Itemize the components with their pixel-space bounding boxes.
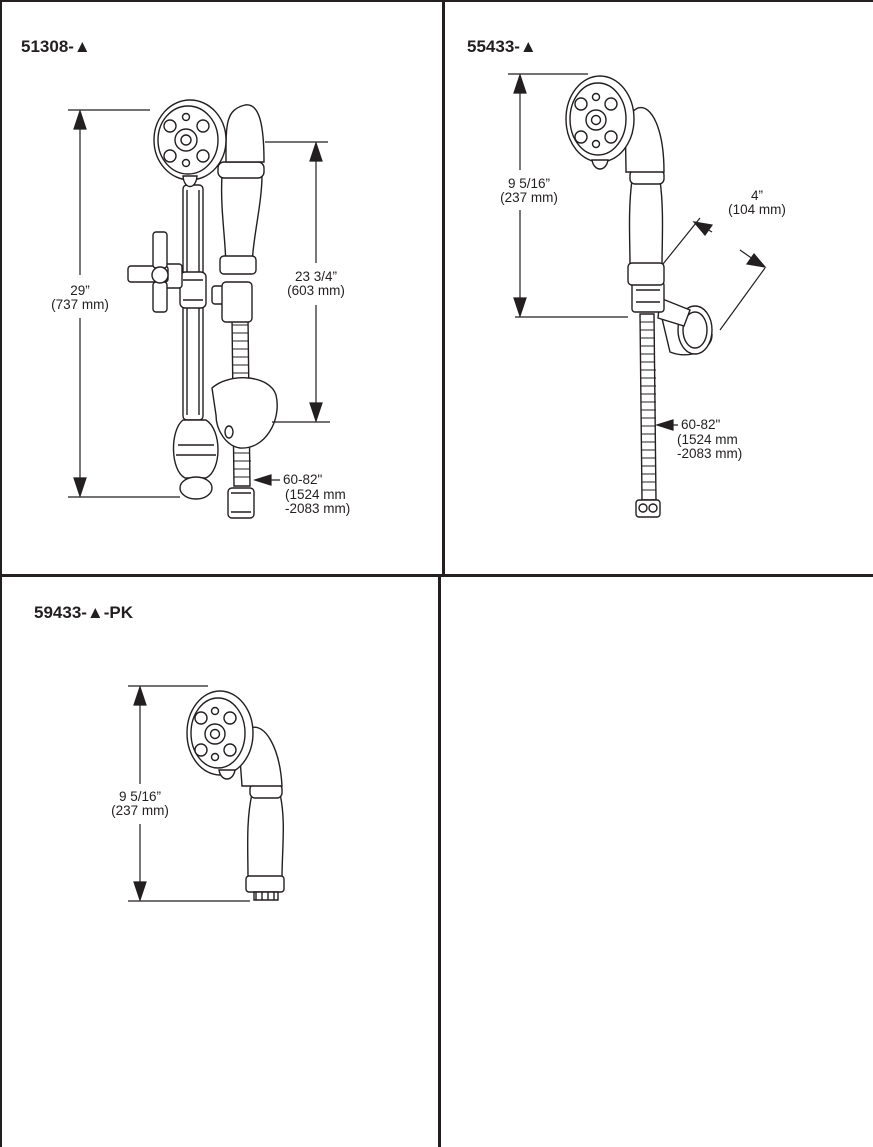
dim-metric-line2: -2083 mm): [285, 501, 351, 516]
panel-title-59433-pk: 59433-▲-PK: [34, 603, 134, 622]
dim-height-29: 29” (737 mm): [44, 284, 116, 312]
dim-imperial: 29”: [70, 283, 90, 298]
middle-bracket: [179, 271, 207, 309]
panel-title-55433: 55433-▲: [467, 37, 537, 56]
panel-title-51308: 51308-▲: [21, 37, 91, 56]
dim-imperial: 23 3/4”: [294, 269, 338, 284]
bottom-cap: [179, 476, 213, 500]
dim-hose-length: 60-82": [681, 418, 720, 432]
shower-neck: [225, 104, 265, 163]
dim-metric-line2: -2083 mm): [677, 446, 743, 461]
dim-metric: (237 mm): [111, 803, 169, 818]
dim-imperial: 4”: [750, 188, 763, 203]
dim-metric: (237 mm): [500, 190, 558, 205]
dim-reach-4: 4” (104 mm): [718, 189, 796, 217]
dim-imperial: 9 5/16”: [118, 789, 162, 804]
frame-center-divider-upper: [442, 0, 445, 577]
dim-metric: (737 mm): [51, 297, 109, 312]
dim-height-23-3-4: 23 3/4” (603 mm): [275, 270, 357, 298]
frame-center-divider-lower: [438, 575, 441, 1147]
frame-top-border: [0, 0, 873, 2]
hose-connector: [253, 891, 279, 901]
frame-horizontal-divider: [0, 574, 873, 577]
dim-hose-metric: (1524 mm -2083 mm): [677, 433, 742, 461]
dim-imperial: 60-82": [681, 417, 721, 432]
dim-metric-line1: (1524 mm: [677, 432, 738, 447]
dim-height-9-5-16: 9 5/16” (237 mm): [494, 177, 564, 205]
frame-left-border: [0, 0, 2, 1147]
dim-imperial: 9 5/16”: [507, 176, 551, 191]
dim-height-9-5-16: 9 5/16” (237 mm): [104, 790, 176, 818]
dim-hose-metric: (1524 mm -2083 mm): [285, 488, 350, 516]
hand-shower-handle: [246, 793, 284, 879]
bottom-bracket: [172, 419, 219, 479]
dim-imperial: 60-82": [283, 472, 323, 487]
dim-hose-length: 60-82": [283, 473, 322, 487]
dim-metric: (104 mm): [728, 202, 786, 217]
dim-metric: (603 mm): [287, 283, 345, 298]
dim-metric-line1: (1524 mm: [285, 487, 346, 502]
hose-nut: [227, 487, 255, 519]
